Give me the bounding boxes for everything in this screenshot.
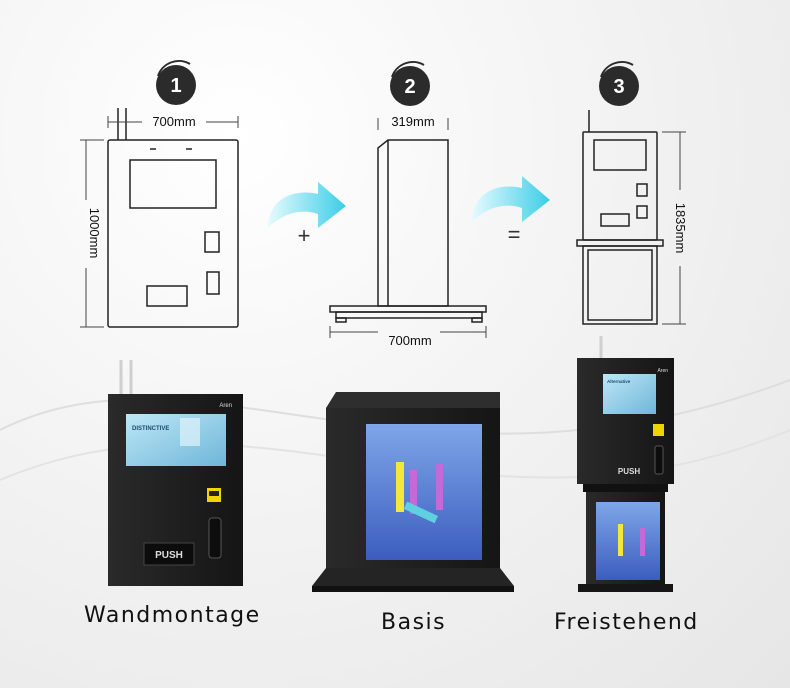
svg-text:1: 1 bbox=[170, 75, 181, 97]
freestanding-dim-lines bbox=[662, 131, 686, 325]
ad-text: DISTINCTIVE bbox=[132, 426, 169, 432]
wall-width-dim: 700mm bbox=[152, 114, 195, 129]
base-width-dim: 700mm bbox=[388, 333, 431, 348]
push-flap bbox=[143, 542, 195, 566]
label-freistehend: Freistehend bbox=[554, 610, 699, 635]
base-screen bbox=[366, 424, 482, 560]
step-3-badge: 3 bbox=[599, 60, 639, 106]
wall-machine-photo: DISTINCTIVE Aren PUSH bbox=[108, 360, 243, 586]
freestanding-height-dim: 1835mm bbox=[673, 203, 688, 254]
svg-text:2: 2 bbox=[404, 76, 415, 98]
plus-sign: + bbox=[298, 223, 311, 248]
svg-text:3: 3 bbox=[613, 76, 624, 98]
arrow-1-icon bbox=[268, 182, 346, 228]
step-1-badge: 1 bbox=[156, 59, 196, 105]
wall-unit-dim-lines bbox=[80, 116, 239, 328]
base-stand-drawing bbox=[329, 139, 487, 323]
wall-unit-drawing bbox=[107, 108, 239, 328]
step-2-badge: 2 bbox=[390, 60, 430, 106]
freestanding-screen bbox=[603, 374, 656, 414]
wall-height-dim: 1000mm bbox=[87, 208, 102, 259]
freestanding-machine-photo: Alternative Aren PUSH bbox=[577, 336, 674, 592]
svg-text:PUSH: PUSH bbox=[155, 550, 183, 561]
label-basis: Basis bbox=[381, 610, 447, 635]
freestanding-drawing bbox=[576, 110, 664, 325]
svg-text:Aren: Aren bbox=[657, 368, 668, 374]
wall-screen bbox=[126, 414, 226, 466]
arrow-2-icon bbox=[472, 176, 550, 222]
base-cabinet-photo bbox=[312, 392, 514, 592]
equals-sign: = bbox=[508, 222, 521, 247]
label-wandmontage: Wandmontage bbox=[84, 603, 261, 628]
svg-text:PUSH: PUSH bbox=[618, 467, 640, 476]
svg-text:Alternative: Alternative bbox=[607, 379, 631, 384]
brand-logo: Aren bbox=[219, 403, 232, 409]
base-depth-dim: 319mm bbox=[391, 114, 434, 129]
base-dim-lines bbox=[329, 118, 487, 338]
